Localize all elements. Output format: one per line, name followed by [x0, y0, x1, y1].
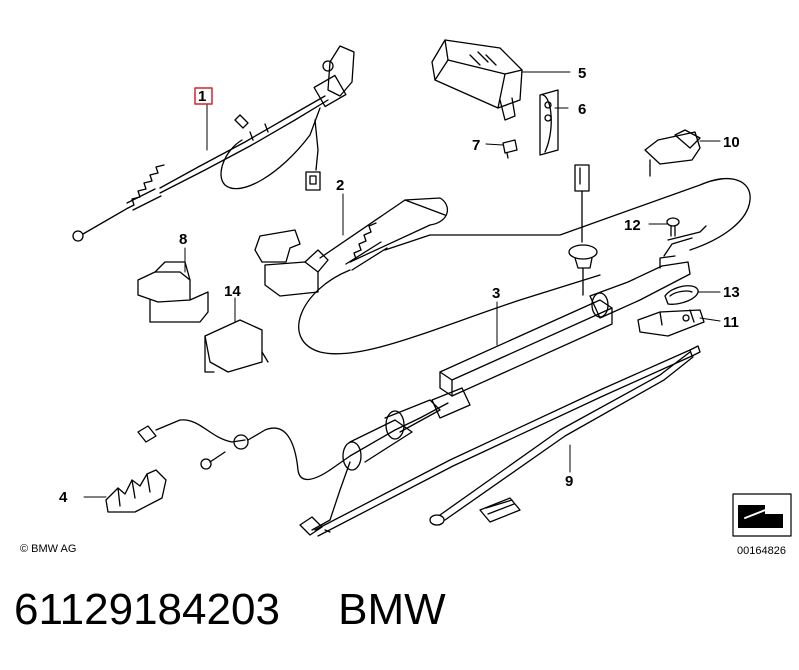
part-10-bracket[interactable]: [644, 129, 701, 177]
callout-9[interactable]: 9: [565, 473, 573, 490]
callout-5[interactable]: 5: [578, 65, 586, 82]
callout-10[interactable]: 10: [723, 134, 740, 151]
part-9-cables[interactable]: [314, 345, 701, 537]
callout-7[interactable]: 7: [472, 137, 480, 154]
part-13-ring[interactable]: [664, 285, 699, 305]
callout-4[interactable]: 4: [59, 489, 68, 506]
part-6-bracket[interactable]: [539, 89, 559, 156]
callout-13[interactable]: 13: [723, 284, 740, 301]
diagram-icon: [732, 493, 792, 537]
callout-2[interactable]: 2: [336, 177, 344, 194]
part-14-cover[interactable]: [204, 319, 269, 373]
part-7-clip[interactable]: [502, 139, 518, 159]
brand-name: BMW: [338, 585, 446, 634]
callout-14[interactable]: 14: [224, 283, 241, 300]
callout-12[interactable]: 12: [624, 217, 641, 234]
callout-3[interactable]: 3: [492, 285, 500, 302]
cable-connector[interactable]: [568, 164, 598, 296]
leader-lines: [83, 71, 721, 498]
diagram-number: 00164826: [737, 545, 786, 557]
part-5-module[interactable]: [431, 39, 523, 121]
footer: 61129184203 BMW: [14, 584, 446, 636]
part-8-bracket[interactable]: [137, 261, 209, 323]
callout-1[interactable]: 1: [198, 88, 206, 105]
actuator-assembly[interactable]: [137, 399, 449, 536]
part-1-cable[interactable]: [72, 45, 355, 242]
part-12-pin[interactable]: [666, 217, 680, 237]
highlight-box: [194, 87, 213, 105]
callout-6[interactable]: 6: [578, 101, 586, 118]
part-4-clip[interactable]: [105, 469, 167, 513]
part-number: 61129184203: [14, 585, 280, 634]
callout-11[interactable]: 11: [723, 314, 739, 331]
part-3-rail[interactable]: [431, 225, 707, 419]
copyright-notice: © BMW AG: [20, 543, 76, 555]
part-11-bracket[interactable]: [637, 309, 705, 337]
callout-8[interactable]: 8: [179, 231, 187, 248]
part-2-cable[interactable]: [254, 178, 751, 355]
